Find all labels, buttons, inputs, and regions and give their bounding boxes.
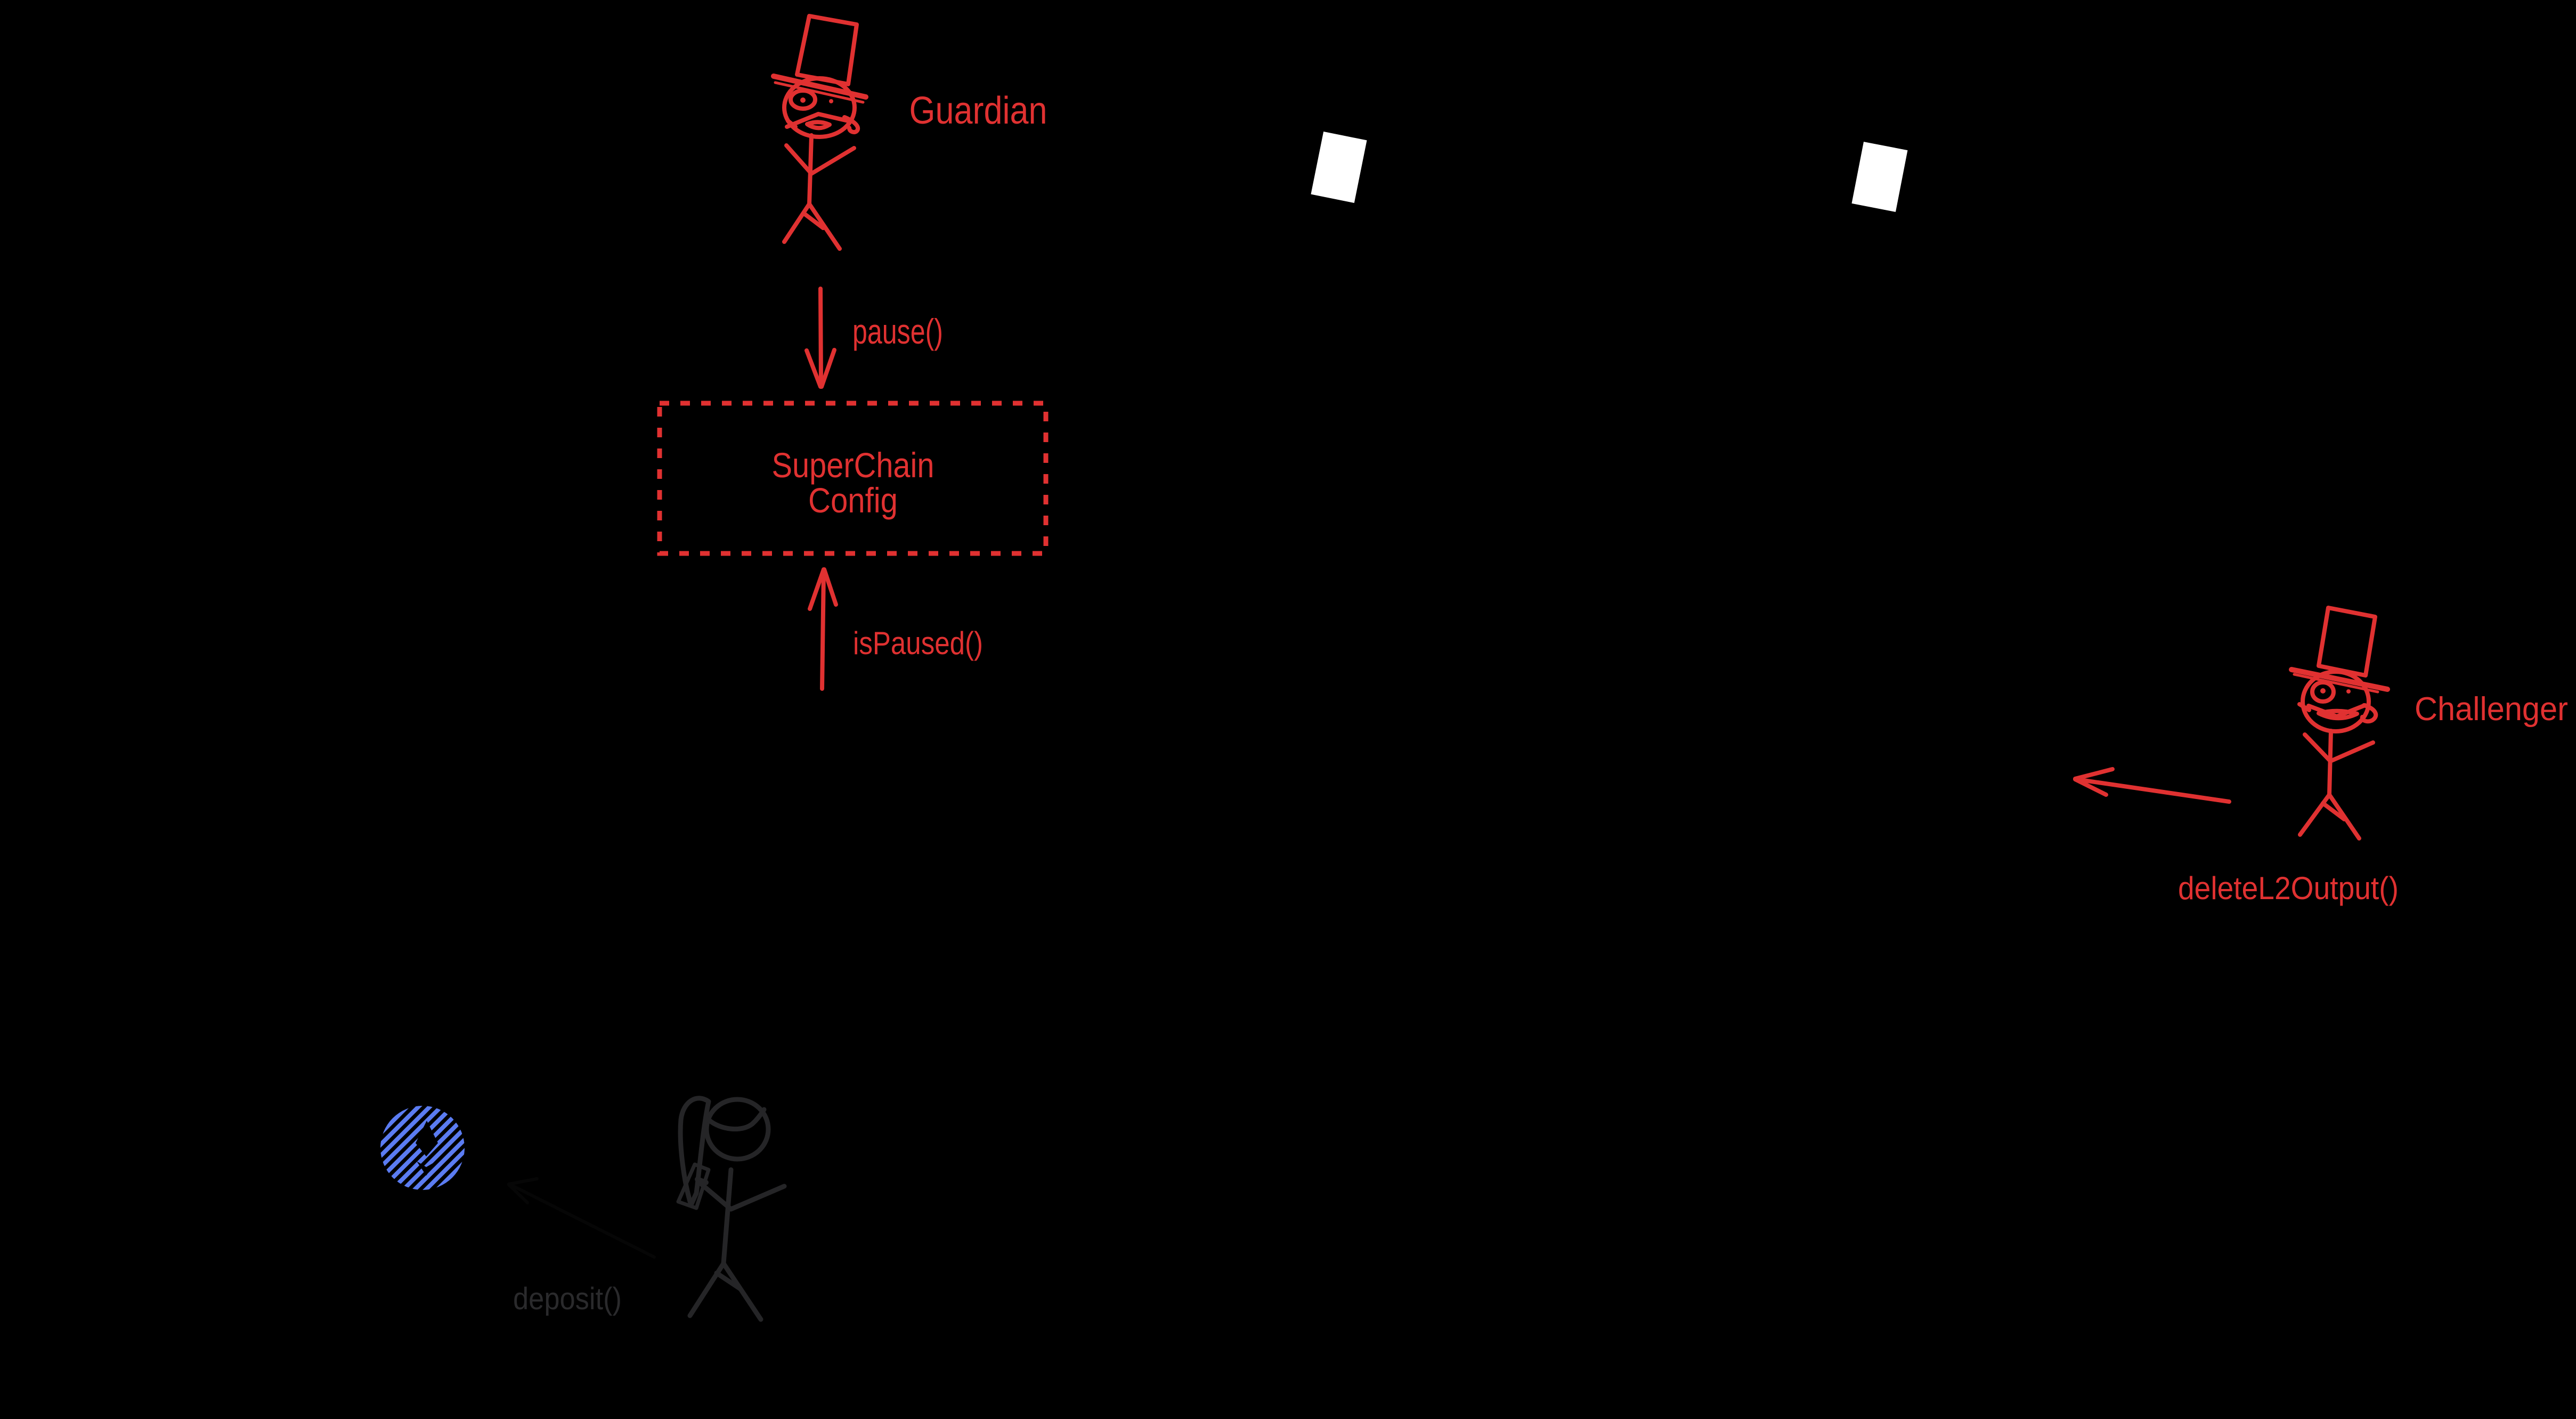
svg-text:pause(): pause(): [852, 312, 943, 351]
svg-text:deleteL2Output(): deleteL2Output(): [2178, 870, 2399, 906]
svg-text:isPaused(): isPaused(): [853, 625, 983, 661]
svg-text:Challenger: Challenger: [2415, 691, 2568, 728]
svg-text:Config: Config: [808, 480, 898, 520]
svg-text:deposit(): deposit(): [513, 1282, 622, 1316]
svg-text:Guardian: Guardian: [909, 89, 1047, 132]
svg-text:SuperChain: SuperChain: [772, 445, 934, 485]
